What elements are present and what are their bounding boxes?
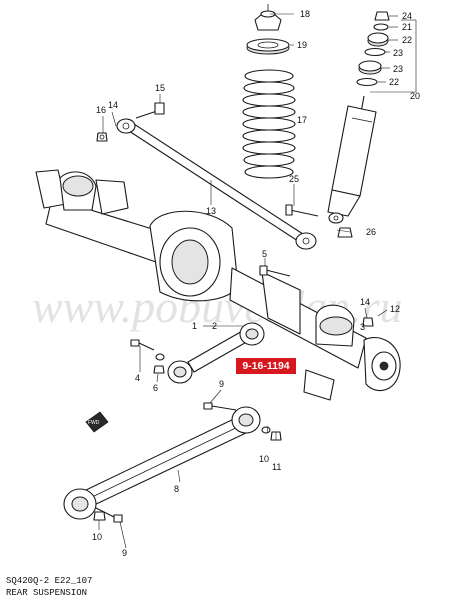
callout-22b: 22 [389, 77, 399, 87]
upper-control-arm [167, 322, 265, 384]
lower-arm-front-nut [261, 426, 282, 441]
callout-2: 2 [212, 321, 217, 331]
lateral-rod [116, 118, 317, 250]
right-bracket-nut [362, 317, 374, 327]
callout-21: 21 [402, 22, 412, 32]
callout-11: 11 [272, 462, 281, 472]
callout-26: 26 [366, 227, 376, 237]
bump-stop [254, 4, 282, 31]
callout-14b: 14 [360, 297, 370, 307]
callout-16: 16 [96, 105, 106, 115]
upper-arm-washer-nut [153, 353, 165, 374]
callout-22a: 22 [402, 35, 412, 45]
callout-23a: 23 [393, 48, 403, 58]
callout-3: 3 [360, 322, 365, 332]
callout-12: 12 [390, 304, 400, 314]
rear-axle-housing [35, 169, 401, 401]
shock-lower-bolt [285, 204, 319, 217]
diagram-code: SQ420Q-2 E22_107 [6, 576, 92, 586]
leader-lines [98, 13, 417, 549]
callout-10b: 10 [92, 532, 102, 542]
lower-arm-rear-nut [93, 511, 106, 521]
upper-arm-bolt [130, 339, 155, 351]
lower-arm-front-bolt [203, 402, 237, 411]
shock-lower-nut [337, 227, 353, 238]
callout-5: 5 [262, 249, 267, 259]
diagram-title: REAR SUSPENSION [6, 588, 87, 598]
callout-6: 6 [153, 383, 158, 393]
spring-seat [246, 38, 290, 55]
callout-13: 13 [206, 206, 216, 216]
callout-19: 19 [297, 40, 307, 50]
lateral-rod-bolt [135, 102, 165, 119]
callout-8: 8 [174, 484, 179, 494]
callout-9a: 9 [219, 379, 224, 389]
coil-spring [242, 69, 296, 179]
lower-trailing-arm [63, 406, 261, 520]
callout-14a: 14 [108, 100, 118, 110]
callout-18: 18 [300, 9, 310, 19]
callout-numbers: 18 19 17 24 21 22 23 23 22 20 15 16 14 2… [92, 9, 420, 558]
callout-23b: 23 [393, 64, 403, 74]
shock-absorber [327, 95, 377, 224]
callout-1: 1 [192, 321, 197, 331]
lower-arm-rear-bolt [95, 507, 123, 523]
front-direction-arrow: FWD [85, 411, 109, 433]
callout-17: 17 [297, 115, 307, 125]
reference-tag[interactable]: 9-16-1194 [236, 358, 296, 374]
fwd-label: FWD [88, 420, 100, 426]
shock-mount-hardware [356, 11, 390, 87]
callout-15: 15 [155, 83, 165, 93]
callout-20: 20 [410, 91, 420, 101]
callout-9b: 9 [122, 548, 127, 558]
callout-10a: 10 [259, 454, 269, 464]
callout-24: 24 [402, 11, 412, 21]
upper-arm-axle-bolt [259, 265, 291, 277]
callout-25: 25 [289, 174, 299, 184]
callout-4: 4 [135, 373, 140, 383]
lateral-rod-nut [96, 132, 108, 142]
